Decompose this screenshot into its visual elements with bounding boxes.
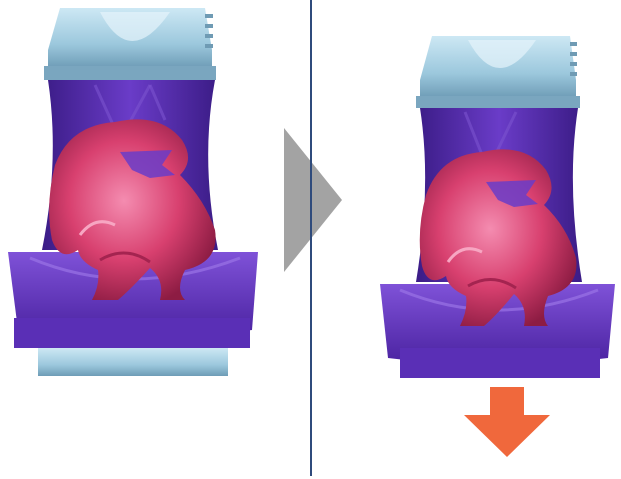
dinosaur-relief (419, 149, 577, 326)
part-after (370, 0, 621, 400)
divider-line (310, 0, 312, 476)
tray (8, 252, 258, 338)
dino-part-after-illustration (380, 36, 615, 378)
part-before (0, 0, 270, 400)
bottom-cap (38, 348, 228, 376)
dino-part-before-illustration (8, 8, 258, 376)
chevron-right-icon (278, 120, 348, 280)
arrow-down-icon (462, 385, 552, 460)
dinosaur-relief (49, 119, 216, 300)
